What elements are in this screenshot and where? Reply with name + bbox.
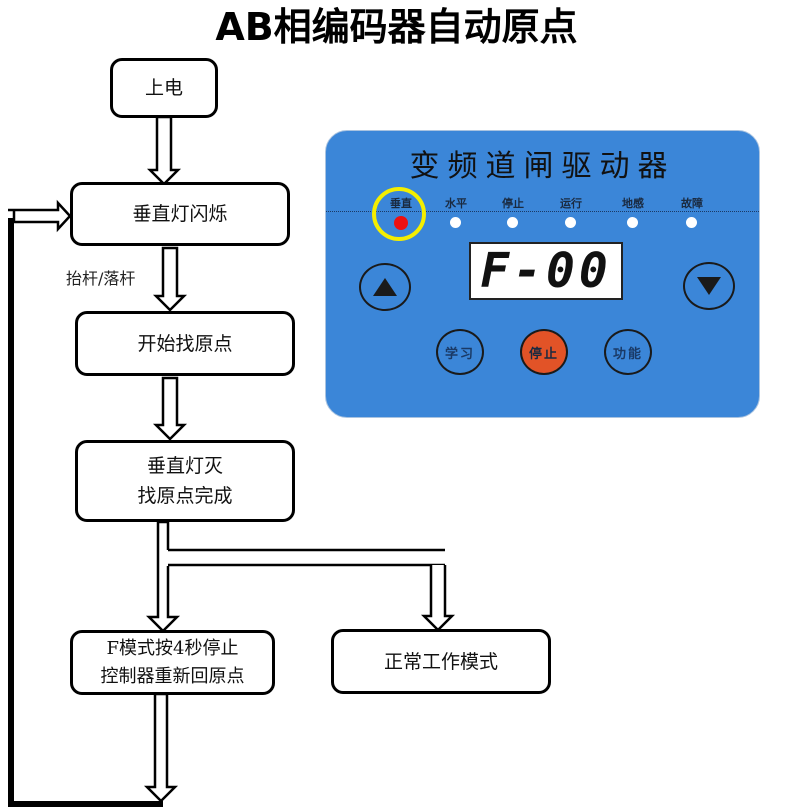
led-stop	[507, 217, 518, 228]
step-f-mode-line2: 控制器重新回原点	[100, 665, 245, 687]
edge-label-lift-drop: 抬杆/落杆	[66, 269, 136, 288]
indicator-label-run: 运行	[560, 197, 582, 210]
function-button-label: 功能	[612, 346, 643, 362]
step-normal-mode-label: 正常工作模式	[383, 650, 498, 673]
indicator-label-ground-sense: 地感	[622, 197, 644, 210]
arrow-complete-to-fmode	[145, 520, 181, 633]
step-start-find-origin-label: 开始找原点	[137, 332, 233, 355]
step-normal-mode: 正常工作模式	[331, 629, 551, 694]
stop-button-label: 停止	[528, 346, 559, 362]
arrow-loop-into-blink	[8, 199, 72, 233]
led-ground-sense	[627, 217, 638, 228]
down-arrow-icon	[697, 277, 721, 295]
arrow-start-to-complete	[152, 376, 188, 441]
arrow-power-to-blink	[146, 115, 182, 186]
lcd-display-value: F-00	[480, 243, 612, 299]
step-vertical-light-blink-label: 垂直灯闪烁	[132, 203, 228, 225]
stop-button[interactable]: 停止	[520, 329, 568, 375]
panel-title: 变频道闸驱动器	[409, 149, 676, 184]
highlight-circle	[372, 187, 426, 241]
arrow-to-normal	[420, 565, 456, 632]
arrow-blink-to-start	[152, 246, 188, 312]
arrow-fmode-down	[143, 692, 179, 803]
step-vertical-light-blink: 垂直灯闪烁	[70, 182, 290, 246]
step-start-find-origin: 开始找原点	[75, 311, 295, 376]
up-arrow-icon	[373, 278, 397, 296]
step-origin-complete: 垂直灯灭 找原点完成	[75, 440, 295, 522]
up-button[interactable]	[359, 263, 411, 311]
lcd-display: F-00	[469, 242, 623, 300]
loop-back-line	[8, 218, 163, 807]
down-button[interactable]	[683, 262, 735, 310]
function-button[interactable]: 功能	[604, 329, 652, 375]
led-run	[565, 217, 576, 228]
step-power-on: 上电	[110, 58, 218, 118]
step-power-on-label: 上电	[144, 77, 183, 99]
page-title: AB相编码器自动原点	[215, 5, 578, 49]
led-fault	[686, 217, 697, 228]
indicator-label-fault: 故障	[681, 197, 703, 210]
step-f-mode-line1: F模式按4秒停止	[106, 637, 239, 659]
step-origin-complete-line1: 垂直灯灭	[146, 455, 223, 477]
indicator-label-stop: 停止	[502, 197, 524, 210]
learn-button-label: 学习	[444, 346, 475, 362]
step-f-mode-reset: F模式按4秒停止 控制器重新回原点	[70, 630, 275, 695]
indicator-label-horizontal: 水平	[445, 197, 467, 210]
branch-to-normal	[166, 550, 454, 631]
drive-controller-panel: 变频道闸驱动器 垂直 水平 停止 运行 地感 故障 F-00 学习 停止 功能	[325, 130, 760, 418]
led-horizontal	[450, 217, 461, 228]
step-origin-complete-line2: 找原点完成	[137, 485, 233, 507]
panel-divider	[326, 211, 759, 212]
learn-button[interactable]: 学习	[436, 329, 484, 375]
